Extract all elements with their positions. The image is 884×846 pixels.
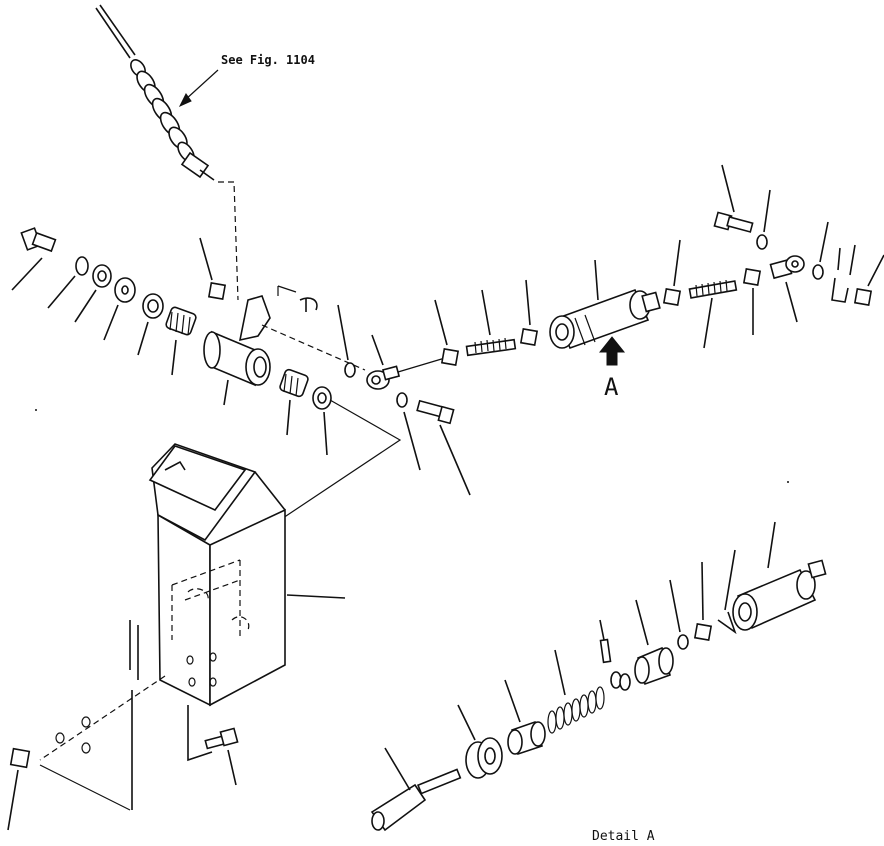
clevis-end [769, 255, 805, 323]
threaded-rod-right [688, 279, 738, 349]
detail-a-title: Detail A [592, 829, 655, 841]
actuator-assembly [549, 259, 661, 350]
needle-bearing-left [165, 306, 197, 376]
detail-valve-body [732, 521, 827, 631]
seal [137, 293, 164, 356]
grease-fitting [11, 227, 57, 291]
washer-mid [337, 304, 356, 378]
nut-upper-left [199, 237, 227, 301]
see-fig-label: See Fig. 1104 [221, 53, 315, 67]
right-parts-chain [662, 164, 884, 349]
detail-a-marker: A [604, 373, 619, 401]
bushing [504, 679, 546, 756]
threaded-rod-mid [465, 289, 517, 357]
nut-mid [434, 299, 460, 367]
nut-mid-2 [519, 279, 539, 347]
washer-upper-right [756, 189, 771, 250]
bolt-lower-left [187, 705, 239, 786]
washer-lower [396, 392, 421, 471]
lower-left-fasteners [7, 620, 239, 831]
cotter-pin [831, 244, 856, 303]
nut-right-1 [662, 239, 682, 307]
detail-sleeve [634, 599, 674, 686]
mounting-bracket [148, 443, 346, 707]
washer-large [103, 277, 136, 341]
gland [457, 704, 503, 779]
spring [547, 649, 605, 734]
nut-lower-left [7, 747, 31, 831]
seal-right [312, 386, 332, 456]
left-parts-chain [11, 227, 402, 521]
middle-linkage [337, 279, 539, 496]
ball-joint [366, 334, 456, 390]
see-fig-callout: See Fig. 1104 [178, 53, 315, 108]
nut-right-2 [742, 267, 762, 335]
detail-washer [669, 579, 689, 650]
detail-nut [693, 561, 713, 642]
bolt-lower [416, 399, 471, 496]
washer-right-small [812, 221, 829, 280]
snap-ring [47, 256, 89, 309]
clip [277, 285, 318, 312]
control-cable [95, 4, 239, 301]
detail-a-pointer: A [598, 336, 626, 401]
detail-pin [717, 549, 737, 635]
bolt-upper-right [713, 164, 754, 233]
pivot-sleeve [203, 295, 271, 406]
detail-a-assembly [370, 521, 827, 832]
plunger [370, 747, 462, 832]
o-rings [599, 619, 631, 691]
nut-end-right [853, 254, 884, 307]
needle-bearing-right [279, 368, 309, 436]
washer-small [74, 264, 112, 323]
